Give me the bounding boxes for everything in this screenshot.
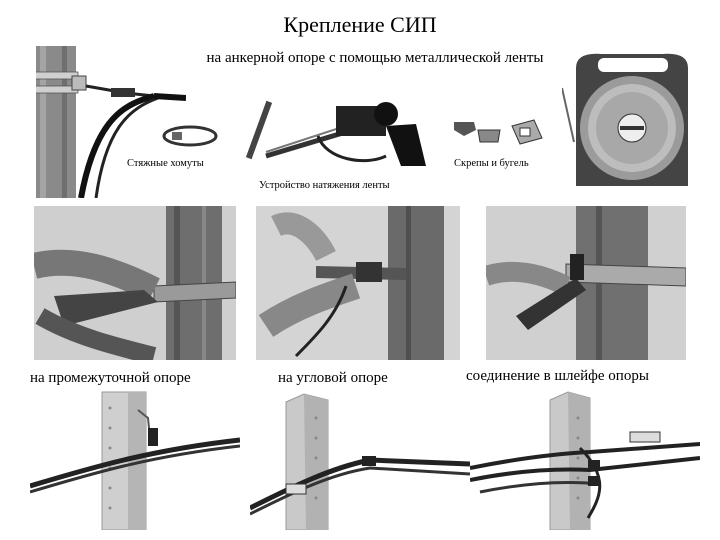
concrete-pole-intermediate [30, 391, 240, 530]
tensioner-illustration [245, 100, 426, 166]
page-title: Крепление СИП [283, 12, 437, 37]
caption-corner: на угловой опоре [278, 370, 388, 386]
label-tensioner: Устройство натяжения ленты [259, 180, 390, 191]
page-subtitle: на анкерной опоре с помощью металлическо… [206, 50, 544, 66]
photo-corner-mounting [256, 206, 460, 360]
photo-intermediate-mounting [34, 206, 236, 360]
label-brackets: Скрепы и бугель [454, 158, 529, 169]
photo-loop-mounting [486, 206, 686, 360]
clamp-illustration [162, 125, 218, 147]
concrete-pole-corner [250, 393, 470, 530]
brackets-illustration [454, 119, 543, 145]
caption-loop: соединение в шлейфе опоры [466, 368, 649, 384]
caption-intermediate: на промежуточной опоре [30, 370, 191, 386]
concrete-pole-loop [470, 391, 700, 530]
label-clamps: Стяжные хомуты [127, 158, 204, 169]
tape-reel-illustration [562, 53, 688, 187]
anchor-pole-illustration [36, 46, 186, 198]
